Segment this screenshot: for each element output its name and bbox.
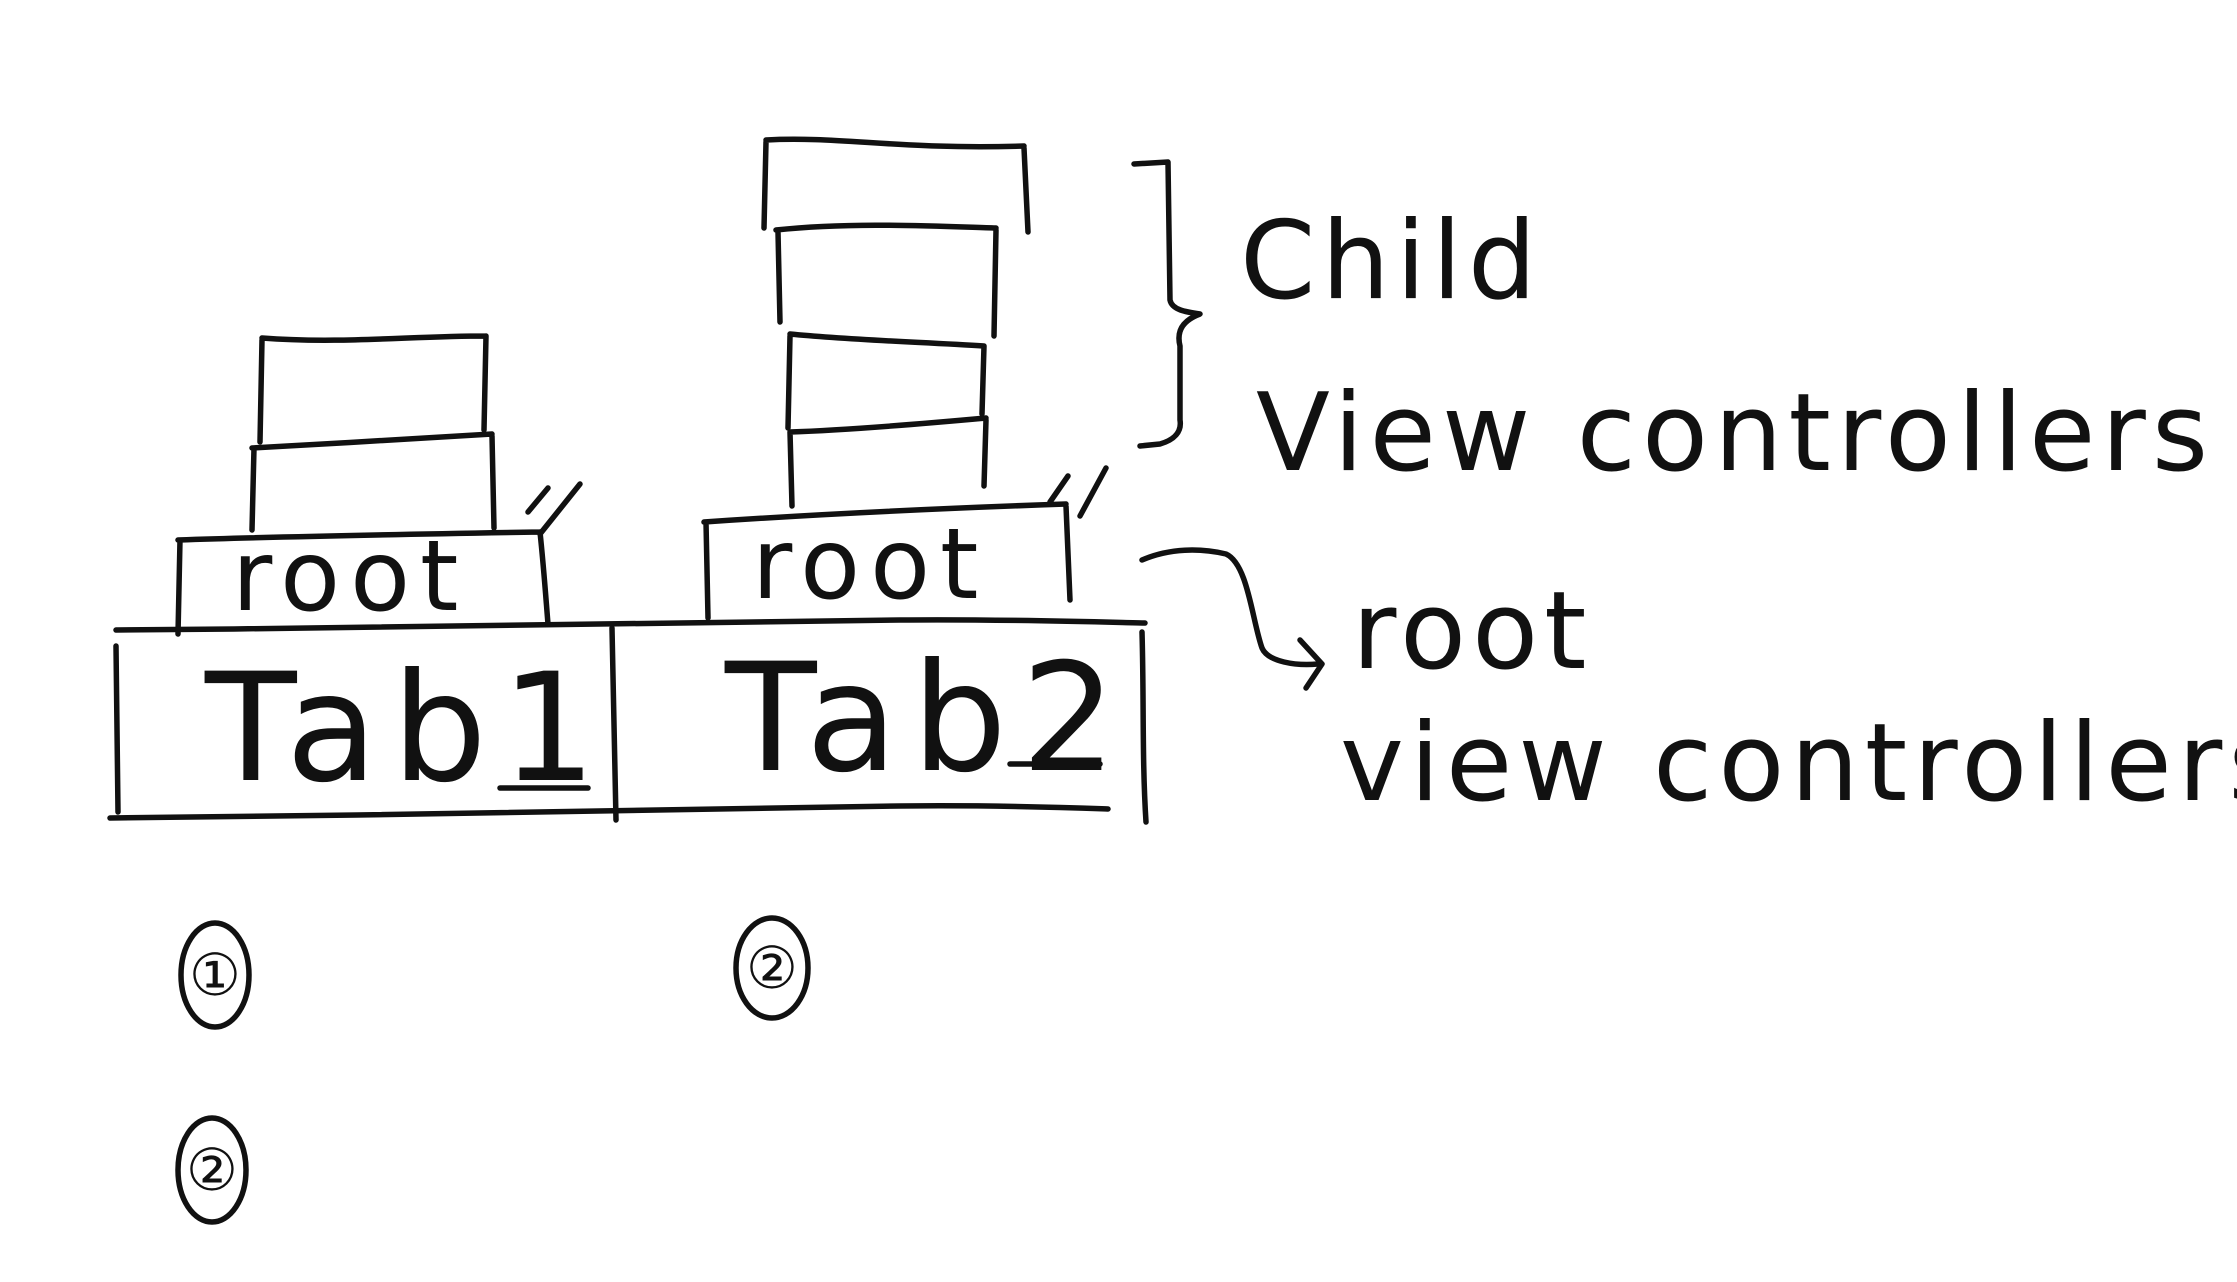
tab2-child-3 [773,222,999,339]
child-annotation: Child View controllers [1131,159,2214,496]
child-label-line1: Child [1240,199,1542,324]
tab-bar-top-edge [113,617,1148,633]
tab2-step-marks: ② [733,915,811,1021]
tab-bar-divider [609,625,619,823]
tab2-root-tick [1047,465,1109,519]
tab1-step-marks: ① ② [175,920,252,1225]
root-arrowhead [1297,637,1325,691]
tab2-stack: root [701,136,1109,622]
child-bracket [1131,159,1203,449]
tab1-mark-1: ① [189,941,241,1009]
tab1-root-tick [525,481,583,537]
child-label-line2: View controllers [1256,371,2214,496]
tab2-child-2 [785,331,987,431]
tab1[interactable]: Tab1 [204,642,610,816]
tab2-root-box [701,501,1073,621]
tab2-child-4 [761,136,1031,235]
tab-bar-left-edge [113,643,121,815]
tab-bar-bottom-edge [107,803,1111,821]
tab1-mark-2: ② [186,1136,238,1204]
tab-bar [107,617,1149,825]
tab2[interactable]: Tab2 [724,632,1130,806]
tab1-child-1 [249,431,497,533]
tab-bar-right-edge [1139,629,1149,825]
tab1-root-label: root [232,520,468,634]
root-arrow [1139,547,1321,668]
tab1-mark-2-circle [175,1115,249,1225]
tab2-mark-1: ② [746,934,798,1002]
tab1-stack: root [175,333,583,637]
tab2-child-1 [787,415,989,509]
tab2-mark-1-circle [733,915,811,1021]
tab1-root-box [175,529,551,637]
root-label-line2: view controllers [1340,701,2237,826]
tab1-mark-1-circle [178,920,252,1030]
tab1-label: Tab1 [204,642,610,816]
root-label-line1: root [1352,569,1593,694]
root-annotation: root view controllers [1139,547,2237,826]
tab1-child-2 [257,333,489,445]
tab2-root-label: root [752,508,988,622]
tab2-label: Tab2 [724,632,1130,806]
